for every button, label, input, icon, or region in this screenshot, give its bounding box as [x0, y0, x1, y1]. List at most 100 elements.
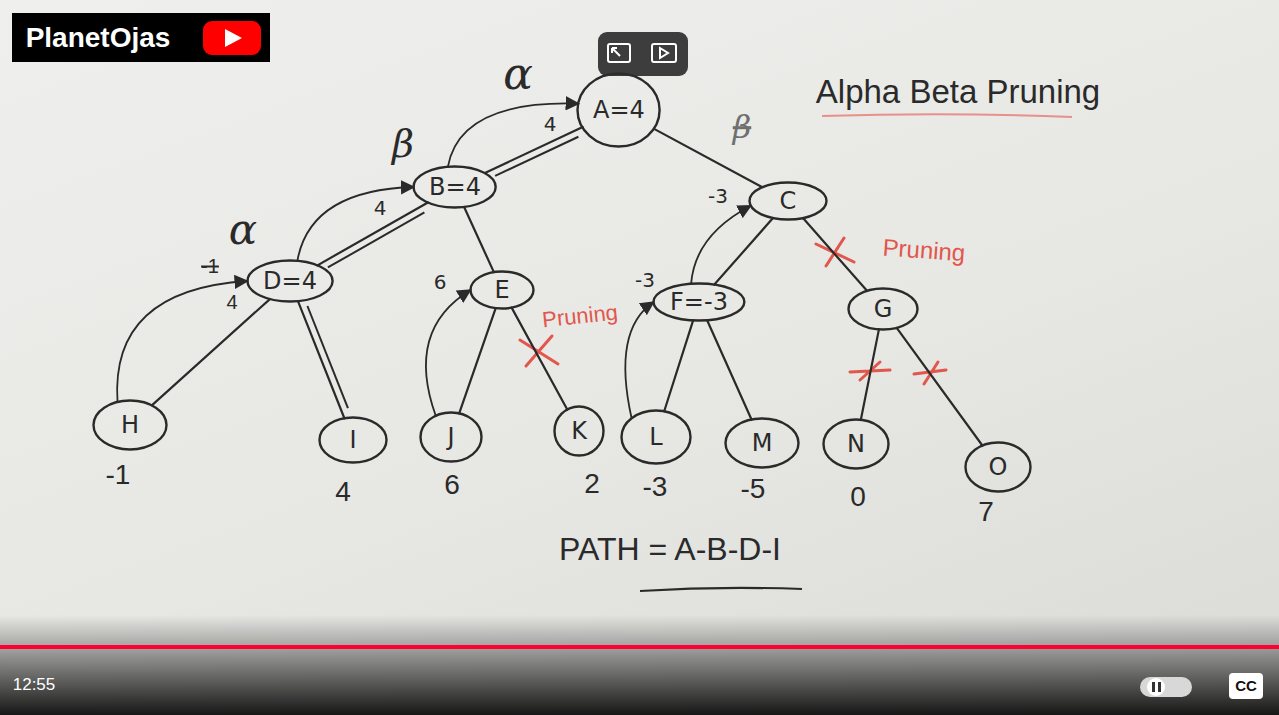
tree-node: C — [748, 181, 828, 221]
play-logo — [203, 21, 261, 55]
node-ellipse — [578, 74, 660, 147]
tree-node: J — [419, 411, 483, 463]
value-arrow — [426, 290, 471, 416]
tree-node: I — [318, 416, 388, 464]
leaf-value: -3 — [643, 472, 668, 501]
tree-node: L — [620, 409, 692, 465]
icon-arrow — [612, 48, 620, 56]
pause-bar — [1152, 682, 1155, 692]
node-ellipse — [726, 419, 799, 468]
alpha-mark: α — [229, 208, 257, 252]
logo-box — [12, 13, 270, 62]
tree-node: K — [553, 405, 605, 457]
beta-mark: β — [392, 125, 414, 165]
tree-node: A=4 — [576, 72, 661, 148]
node-ellipse — [414, 167, 496, 208]
node-ellipse — [622, 411, 691, 464]
autoplay-toggle — [1140, 677, 1192, 697]
path-highlight — [495, 137, 578, 176]
node-text: O — [989, 454, 1008, 480]
tree-node: G — [847, 287, 919, 331]
tree-edge — [464, 207, 494, 272]
tree-node: H — [92, 399, 168, 451]
tree-edge — [714, 218, 773, 285]
cc-box — [1229, 673, 1263, 699]
value-arrow — [117, 281, 247, 402]
video-time: 12:55 — [13, 676, 56, 694]
toggle-knob — [1147, 678, 1165, 696]
tree-edge — [485, 127, 583, 173]
node-text: F=-3 — [670, 289, 728, 315]
leaf-value: 0 — [850, 482, 866, 511]
node-ellipse — [471, 272, 534, 309]
node-ellipse — [966, 443, 1031, 492]
tree-node: M — [724, 417, 800, 469]
node-text: C — [780, 188, 797, 214]
path-result: PATH = A-B-D-I — [559, 533, 781, 567]
tree-edge — [459, 308, 496, 413]
pause-bar — [1158, 682, 1161, 692]
icon-play — [660, 48, 668, 58]
icon-frame — [652, 44, 676, 62]
edge-value: 6 — [434, 272, 447, 293]
edge-value: 4 — [544, 114, 557, 135]
tree-edge — [707, 320, 751, 419]
value-arrow — [691, 206, 751, 284]
path-highlight — [307, 306, 348, 408]
node-text: M — [752, 430, 773, 456]
value-arrow — [625, 302, 653, 418]
tree-edge — [803, 218, 867, 291]
node-ellipse — [654, 284, 745, 321]
tree-edge — [317, 202, 427, 265]
prune-cross — [520, 336, 558, 366]
tree-node: F=-3 — [652, 282, 746, 322]
node-text: J — [447, 424, 454, 450]
node-text: E — [494, 277, 509, 303]
pruning-note: Pruning — [541, 301, 619, 332]
edge-value: -3 — [708, 186, 728, 207]
leaf-value: 2 — [584, 469, 600, 498]
prune-cross — [816, 238, 854, 266]
edge-value: -3 — [635, 270, 655, 291]
leaf-value: 4 — [335, 477, 351, 506]
node-ellipse — [94, 401, 167, 450]
player-icons-box — [598, 32, 688, 76]
player-bar — [0, 615, 1279, 715]
tree-node: D=4 — [246, 259, 334, 303]
progress-line — [0, 645, 1279, 649]
node-text: G — [874, 296, 893, 322]
node-text: K — [571, 418, 587, 444]
value-arrow — [297, 187, 414, 261]
path-highlight — [328, 212, 425, 267]
play-triangle — [225, 29, 242, 47]
node-ellipse — [824, 420, 889, 469]
leaf-value: 7 — [978, 497, 994, 526]
tree-edge — [152, 299, 270, 405]
node-text: L — [649, 424, 662, 450]
node-text: N — [847, 431, 865, 457]
node-ellipse — [247, 261, 332, 302]
node-text: B=4 — [429, 174, 481, 200]
tree-node: E — [469, 270, 535, 310]
tree-edge — [861, 329, 879, 419]
value-arrow — [448, 103, 579, 166]
icon-frame — [608, 44, 630, 62]
node-text: D=4 — [263, 268, 317, 294]
leaf-value: -5 — [741, 474, 766, 503]
autoplay-icon — [652, 44, 676, 62]
leaf-value: -1 — [106, 460, 131, 489]
node-text: H — [121, 412, 139, 438]
tree-edge — [897, 328, 983, 446]
node-ellipse — [320, 418, 387, 463]
tree-edge — [298, 301, 344, 418]
prune-marks — [520, 238, 946, 384]
node-ellipse — [421, 413, 482, 462]
tree-node: O — [964, 441, 1032, 493]
title: Alpha Beta Pruning — [816, 75, 1100, 110]
cc-button: CC — [1235, 678, 1257, 694]
node-ellipse — [849, 289, 918, 330]
tree-node: N — [822, 418, 890, 470]
alpha-mark: α — [503, 51, 533, 97]
node-ellipse — [555, 407, 604, 456]
